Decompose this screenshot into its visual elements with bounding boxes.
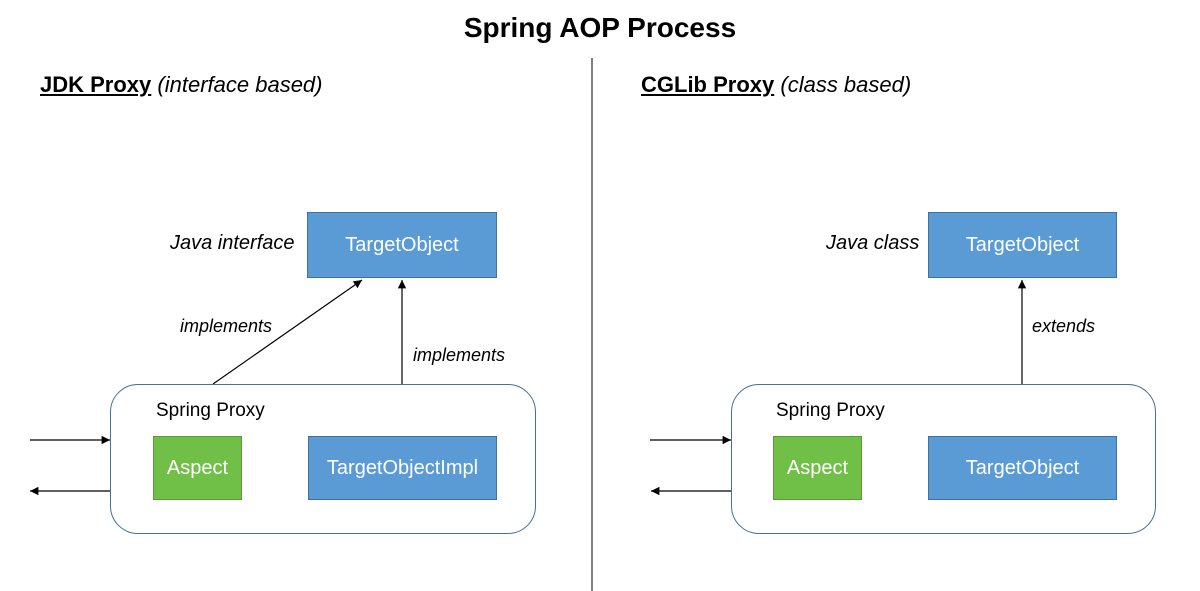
left-heading: JDK Proxy (interface based) — [40, 72, 323, 98]
right-heading: CGLib Proxy (class based) — [641, 72, 911, 98]
left-target-interface-box: TargetObject — [307, 212, 497, 278]
right-aspect-box: Aspect — [773, 436, 862, 500]
right-aspect-label: Aspect — [786, 456, 849, 479]
left-heading-sub: (interface based) — [157, 72, 323, 97]
right-target-class-label: TargetObject — [965, 233, 1080, 256]
right-target-class-box: TargetObject — [928, 212, 1117, 278]
left-aspect-label: Aspect — [166, 456, 229, 479]
left-side-label: Java interface — [170, 232, 295, 254]
right-target-object-box: TargetObject — [928, 436, 1117, 500]
diagram-title: Spring AOP Process — [463, 12, 737, 43]
left-target-impl-box: TargetObjectImpl — [308, 436, 497, 500]
right-target-object-label: TargetObject — [965, 456, 1080, 479]
left-heading-main: JDK Proxy — [40, 72, 152, 97]
left-target-interface-label: TargetObject — [345, 233, 459, 256]
left-target-impl-label: TargetObjectImpl — [326, 456, 479, 479]
left-implements-arrow-diagonal — [212, 279, 363, 385]
right-edge-label-extends: extends — [1032, 316, 1096, 336]
left-edge-label-implements-1: implements — [180, 316, 273, 336]
right-side-label: Java class — [826, 232, 920, 254]
right-heading-main: CGLib Proxy — [641, 72, 775, 97]
left-aspect-box: Aspect — [153, 436, 242, 500]
left-edge-label-implements-2: implements — [413, 345, 506, 365]
left-spring-proxy-label: Spring Proxy — [156, 400, 265, 421]
right-spring-proxy-label: Spring Proxy — [776, 400, 885, 421]
right-heading-sub: (class based) — [780, 72, 912, 97]
